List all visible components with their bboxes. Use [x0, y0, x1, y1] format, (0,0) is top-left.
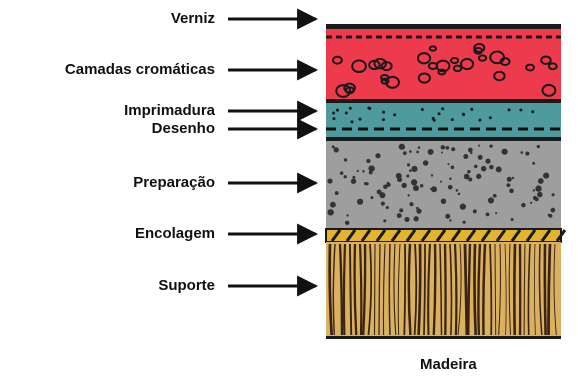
layer-verniz: [326, 24, 561, 29]
layer-camadas-cromaticas: [326, 29, 561, 103]
layer-imprimadura: [326, 103, 561, 137]
label-preparacao: Preparação: [133, 174, 215, 192]
caption-madeira: Madeira: [420, 356, 477, 373]
layer-encolagem: [326, 229, 565, 242]
label-encolagem: Encolagem: [135, 225, 215, 243]
label-imprimadura: Imprimadura: [124, 102, 215, 120]
label-desenho: Desenho: [152, 120, 215, 138]
label-verniz: Verniz: [171, 10, 215, 28]
layer-preparacao: [326, 141, 561, 229]
label-camadas-cromaticas: Camadas cromáticas: [65, 61, 215, 79]
layer-suporte: [326, 242, 561, 339]
label-suporte: Suporte: [158, 277, 215, 295]
